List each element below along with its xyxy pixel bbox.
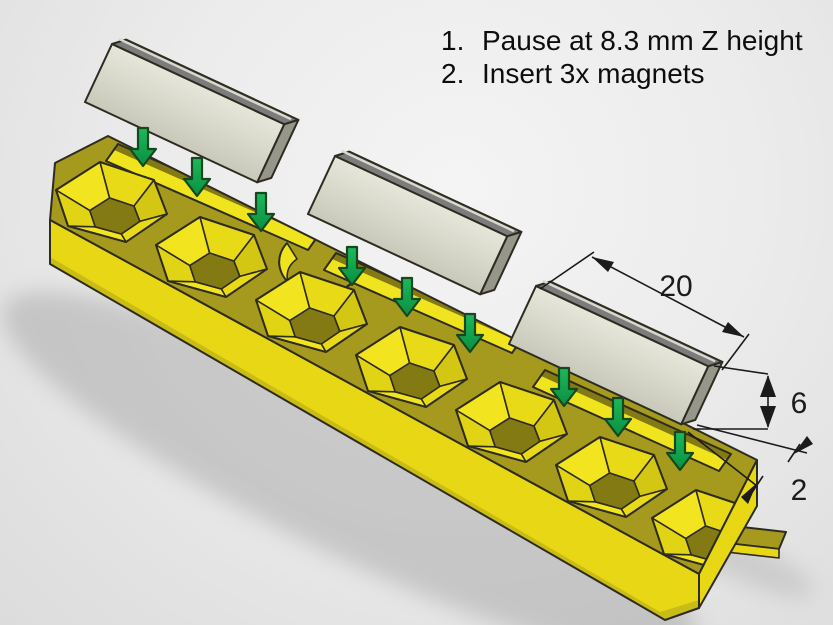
- dim-thickness-label: 2: [791, 474, 808, 507]
- instruction-step-1: 1. Pause at 8.3 mm Z height: [441, 24, 803, 57]
- step-1-number: 1.: [441, 25, 465, 56]
- dimension-thickness: 2: [687, 424, 813, 507]
- dim-height-label: 6: [791, 387, 808, 420]
- step-2-number: 2.: [441, 58, 465, 89]
- dimension-length: 20: [539, 251, 750, 371]
- instruction-text: 1. Pause at 8.3 mm Z height 2. Insert 3x…: [441, 24, 803, 90]
- instruction-step-2: 2. Insert 3x magnets: [441, 57, 803, 90]
- dim-length-label: 20: [659, 270, 692, 303]
- dimension-height: 6: [693, 365, 808, 430]
- holder-front-face: [49, 219, 700, 621]
- step-2-text: Insert 3x magnets: [482, 58, 705, 89]
- step-1-text: Pause at 8.3 mm Z height: [482, 25, 803, 56]
